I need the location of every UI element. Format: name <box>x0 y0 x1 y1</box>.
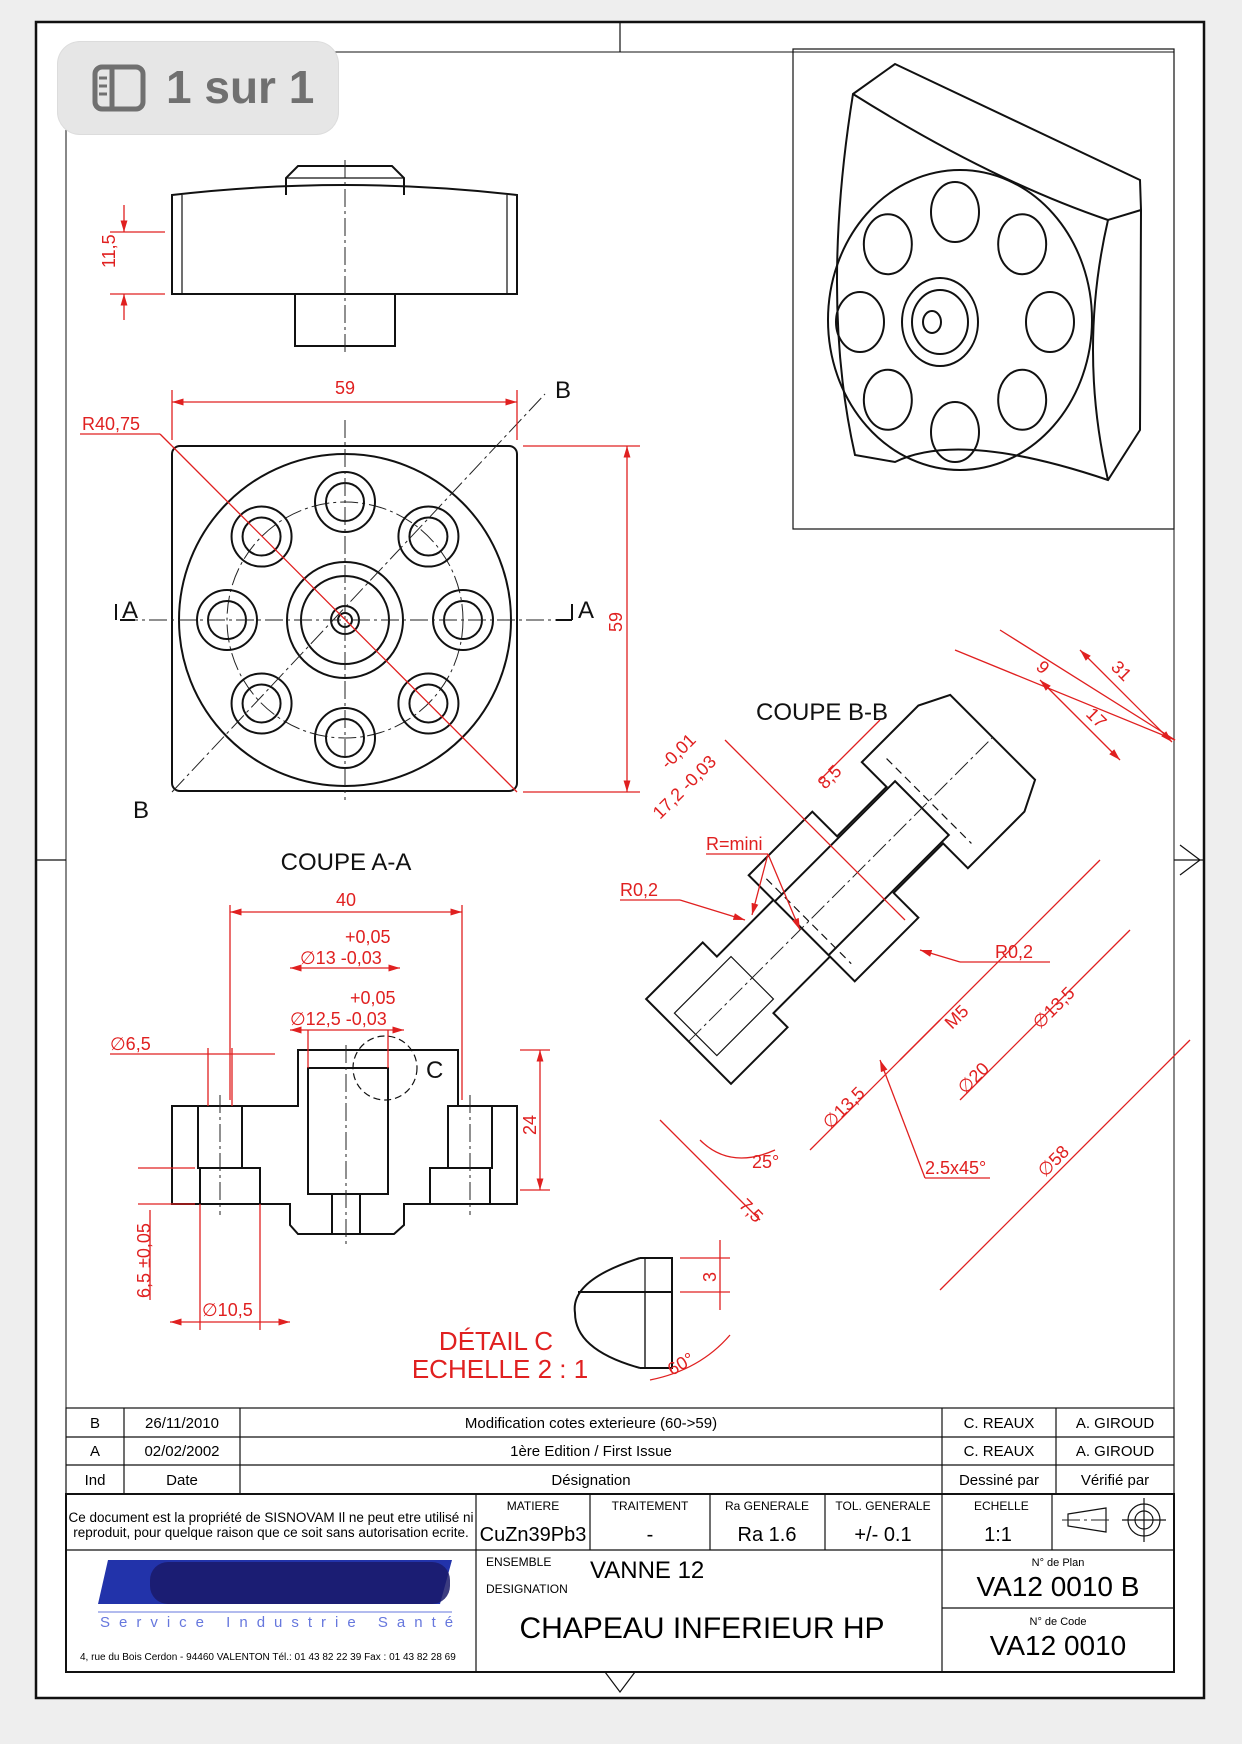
company-address: 4, rue du Bois Cerdon - 94460 VALENTON T… <box>80 1652 456 1663</box>
detail-c-scale: ECHELLE 2 : 1 <box>412 1354 588 1384</box>
bolt-hole <box>230 672 293 735</box>
ra-value: Ra 1.6 <box>738 1524 797 1546</box>
dim-24: 24 <box>520 1115 540 1135</box>
rev-b-checked: A. GIROUD <box>1076 1415 1155 1432</box>
tol-label: TOL. GENERALE <box>835 1499 930 1513</box>
section-a-left: A <box>122 597 138 624</box>
tol-value: +/- 0.1 <box>854 1524 911 1546</box>
plan-value: VA12 0010 B <box>977 1571 1140 1602</box>
section-b-bottom: B <box>133 797 149 824</box>
traitement-label: TRAITEMENT <box>612 1499 689 1513</box>
designation-label: DESIGNATION <box>486 1582 568 1596</box>
bolt-hole <box>408 683 449 724</box>
traitement-value: - <box>647 1524 654 1546</box>
bolt-hole <box>230 505 293 568</box>
code-label: N° de Code <box>1030 1616 1087 1628</box>
dim-r40-75: R40,75 <box>82 414 140 434</box>
ensemble-label: ENSEMBLE <box>486 1555 551 1569</box>
section-aa-view: COUPE A-A C 40 +0,05 ∅13 -0,03 +0,05 ∅12… <box>110 849 550 1330</box>
dim-40: 40 <box>336 890 356 910</box>
bolt-hole <box>196 589 258 651</box>
rev-a-date: 02/02/2002 <box>144 1443 219 1460</box>
rev-b-designation: Modification cotes exterieure (60->59) <box>465 1415 717 1432</box>
detail-c-ref: C <box>426 1057 443 1084</box>
isometric-view <box>792 48 1175 530</box>
rev-header-designation: Désignation <box>551 1472 630 1489</box>
dim-d12-5: ∅12,5 -0,03 <box>290 1009 387 1029</box>
sidebar-panel-icon <box>92 64 146 112</box>
top-view: 11,5 <box>99 160 518 355</box>
paper-border <box>34 20 1206 1700</box>
rev-a-designation: 1ère Edition / First Issue <box>510 1443 672 1460</box>
dim-6-5: 6,5 ±0,05 <box>134 1223 154 1298</box>
tol-13-upper: +0,05 <box>345 927 391 947</box>
rev-b-drawn: C. REAUX <box>964 1415 1035 1432</box>
r-0-2-right: R0,2 <box>995 942 1033 962</box>
company-logo: Service Industrie Santé <box>98 1560 462 1631</box>
dim-59-height: 59 <box>606 612 626 632</box>
rev-header-date: Date <box>166 1472 198 1489</box>
matiere-label: MATIERE <box>507 1499 559 1513</box>
code-value: VA12 0010 <box>990 1630 1127 1661</box>
rev-a-checked: A. GIROUD <box>1076 1443 1155 1460</box>
iso-bolt-hole <box>997 213 1048 276</box>
rev-a-drawn: C. REAUX <box>964 1443 1035 1460</box>
iso-bolt-hole <box>862 368 913 431</box>
notice-line1: Ce document est la propriété de SISNOVAM… <box>69 1510 474 1525</box>
ensemble-value: VANNE 12 <box>590 1557 704 1584</box>
dim-59-width: 59 <box>335 378 355 398</box>
rev-header-drawn: Dessiné par <box>959 1472 1039 1489</box>
notice-line2: reproduit, pour quelque raison que ce so… <box>73 1525 469 1540</box>
dim-11-5: 11,5 <box>99 234 119 268</box>
dim-d10-5: ∅10,5 <box>202 1300 253 1320</box>
detail-c-title: DÉTAIL C <box>439 1326 553 1356</box>
coupe-bb-title: COUPE B-B <box>756 699 888 726</box>
r-0-2-left: R0,2 <box>620 880 658 900</box>
page-indicator[interactable]: 1 sur 1 <box>58 42 338 134</box>
rev-b-ind: B <box>90 1415 100 1432</box>
plan-view: A A B B 59 59 R40,75 <box>80 377 640 824</box>
company-tagline: Service Industrie Santé <box>100 1614 462 1631</box>
section-b-top: B <box>555 377 571 404</box>
angle-25: 25° <box>752 1152 779 1172</box>
page-indicator-label: 1 sur 1 <box>166 61 315 113</box>
bolt-hole <box>241 683 282 724</box>
tol-12-5-upper: +0,05 <box>350 988 396 1008</box>
detail-c-view: 3 60° DÉTAIL C ECHELLE 2 : 1 <box>412 1240 731 1384</box>
dim-d6-5: ∅6,5 <box>110 1034 151 1054</box>
ra-label: Ra GENERALE <box>725 1499 809 1513</box>
iso-bolt-hole <box>862 213 913 276</box>
iso-bolt-hole <box>930 181 980 243</box>
section-a-right: A <box>578 597 594 624</box>
chamfer-2-5x45: 2.5x45° <box>925 1158 986 1178</box>
title-block: Ce document est la propriété de SISNOVAM… <box>65 1493 1175 1673</box>
matiere-value: CuZn39Pb3 <box>480 1524 587 1546</box>
iso-bolt-hole <box>997 368 1048 431</box>
iso-bolt-hole <box>835 291 885 353</box>
iso-bolt-hole <box>930 401 980 463</box>
bolt-hole <box>397 505 460 568</box>
iso-bolt-hole <box>1025 291 1075 353</box>
rev-b-date: 26/11/2010 <box>145 1415 219 1432</box>
echelle-value: 1:1 <box>984 1524 1012 1546</box>
plan-label: N° de Plan <box>1032 1557 1085 1569</box>
rev-header-ind: Ind <box>85 1472 106 1489</box>
projection-symbol <box>1062 1498 1166 1542</box>
r-mini: R=mini <box>706 834 763 854</box>
bolt-hole <box>397 672 460 735</box>
bolt-hole <box>241 516 282 557</box>
designation-value: CHAPEAU INFERIEUR HP <box>519 1612 884 1645</box>
dim-d13: ∅13 -0,03 <box>300 948 382 968</box>
dim-3: 3 <box>700 1272 720 1282</box>
rev-a-ind: A <box>90 1443 100 1460</box>
echelle-label: ECHELLE <box>974 1499 1029 1513</box>
bolt-hole <box>408 516 449 557</box>
rev-header-checked: Vérifié par <box>1081 1472 1149 1489</box>
coupe-aa-title: COUPE A-A <box>281 849 412 876</box>
